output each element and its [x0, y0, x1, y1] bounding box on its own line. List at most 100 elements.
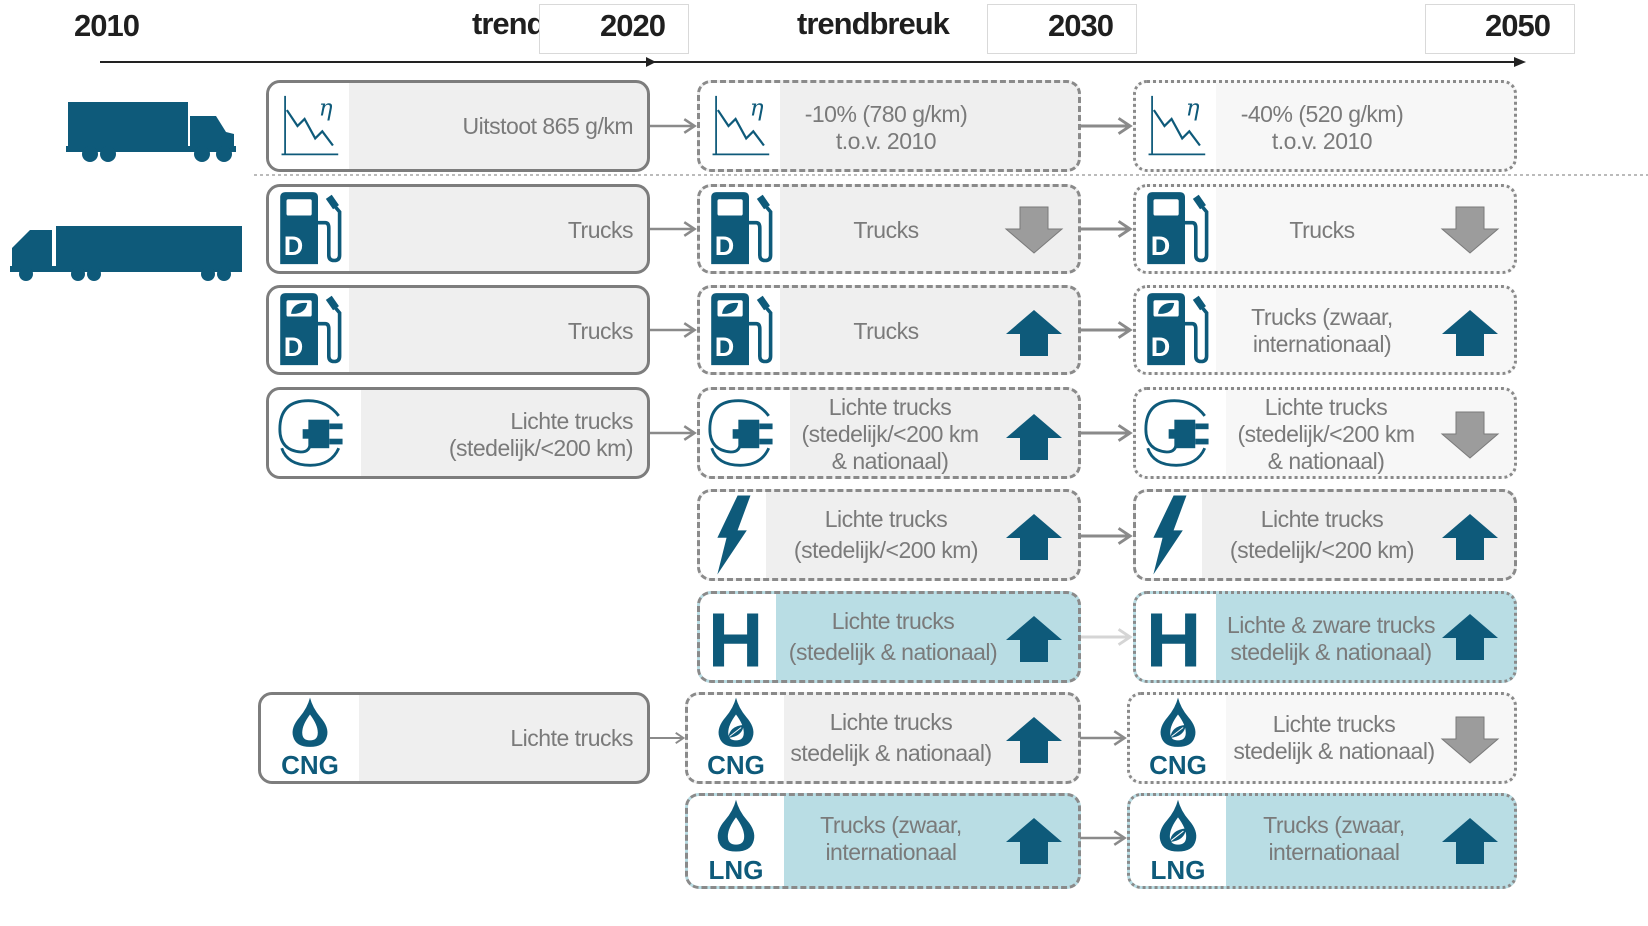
biodiesel-2010-text: Trucks [567, 318, 634, 344]
biodiesel-pump-icon [700, 288, 780, 372]
cng-2030-box: CNG Lichte trucks stedelijk & nationaal) [685, 692, 1081, 784]
trend-up-icon [1004, 715, 1064, 765]
semi-truck-icon [10, 226, 242, 281]
delivery-truck-icon [58, 98, 244, 164]
electric-2030-line-1: Lichte trucks [824, 506, 948, 532]
electric-2050-box: Lichte trucks (stedelijk/<200 km) [1133, 489, 1517, 581]
trend-up-icon [1004, 308, 1064, 358]
biodiesel-2030-text: Trucks [853, 318, 919, 344]
plugin-2010-line-1: Lichte trucks [510, 408, 633, 434]
trend-up-icon [1440, 816, 1500, 866]
hydrogen-2050-box: Lichte & zware trucks stedelijk & nation… [1133, 591, 1517, 683]
lng-bio-flame-icon: LNG [1130, 796, 1226, 886]
lightning-icon [700, 492, 766, 578]
plugin-2030-line-2: (stedelijk/<200 km [801, 421, 980, 447]
electric-2050-line-1: Lichte trucks [1260, 506, 1384, 532]
biodiesel-2030-box: Trucks [697, 285, 1081, 375]
biodiesel-pump-icon [269, 288, 349, 372]
efficiency-chart-icon [1136, 83, 1216, 169]
cng-2050-line-1: Lichte trucks [1272, 711, 1396, 737]
lng-flame-icon: LNG [688, 796, 784, 886]
hydrogen-2050-text: Lichte & zware trucks stedelijk & nation… [1216, 612, 1446, 666]
trend-label: trend [472, 6, 545, 41]
emission-2050-line-2: t.o.v. 2010 [1271, 128, 1373, 154]
lng-2030-box: LNG Trucks (zwaar, internationaal [685, 793, 1081, 889]
trend-up-icon [1004, 412, 1064, 462]
plugin-2050-line-1: Lichte trucks [1264, 394, 1388, 420]
connector-arrow [650, 116, 698, 136]
emission-2010-box: Uitstoot 865 g/km [266, 80, 650, 172]
emission-2030-text: -10% (780 g/km) t.o.v. 2010 [786, 101, 986, 155]
electric-plug-icon [269, 390, 361, 476]
lightning-icon [1136, 492, 1202, 578]
trend-down-icon [1440, 410, 1500, 460]
connector-arrow [1080, 116, 1134, 136]
plugin-2010-text: Lichte trucks (stedelijk/<200 km) [449, 408, 634, 462]
timeline-axis [100, 57, 1526, 67]
cng-label: CNG [281, 750, 339, 780]
hydrogen-icon [700, 594, 776, 680]
electric-2050-text: Lichte trucks (stedelijk/<200 km) [1222, 506, 1422, 564]
lng-2030-line-1: Trucks (zwaar, [820, 812, 962, 838]
connector-arrow [1080, 320, 1134, 340]
year-2030-box [987, 4, 1137, 54]
plugin-2030-box: Lichte trucks (stedelijk/<200 km & natio… [697, 387, 1081, 479]
connector-arrow [1080, 526, 1134, 546]
emission-2050-line-1: -40% (520 g/km) [1240, 101, 1404, 127]
cng-flame-icon: CNG [261, 695, 359, 781]
cng-label: CNG [707, 750, 765, 780]
biodiesel-2050-box: Trucks (zwaar, internationaal) [1133, 285, 1517, 375]
lng-2050-line-1: Trucks (zwaar, [1263, 812, 1405, 838]
efficiency-chart-icon [700, 83, 780, 169]
diesel-2010-text: Trucks [567, 217, 634, 243]
year-2020: 2020 [600, 8, 666, 43]
year-2050: 2050 [1485, 8, 1551, 43]
cng-2030-line-1: Lichte trucks [829, 709, 953, 735]
plugin-2050-box: Lichte trucks (stedelijk/<200 km & natio… [1133, 387, 1517, 479]
plugin-2050-text: Lichte trucks (stedelijk/<200 km & natio… [1226, 394, 1426, 475]
trend-down-icon [1004, 205, 1064, 255]
hydrogen-icon [1136, 594, 1216, 680]
connector-arrow [1080, 728, 1128, 748]
biodiesel-2050-text: Trucks (zwaar, internationaal) [1222, 304, 1422, 358]
hydrogen-2050-line-1: Lichte & zware trucks [1226, 612, 1436, 638]
connector-arrow [1080, 828, 1128, 848]
cng-2050-box: CNG Lichte trucks stedelijk & nationaal) [1127, 692, 1517, 784]
cng-label: CNG [1149, 750, 1207, 780]
diesel-pump-icon [269, 187, 349, 271]
trend-down-icon [1440, 205, 1500, 255]
lng-2030-line-2: internationaal [825, 839, 957, 865]
row-separator [254, 174, 1648, 176]
lng-2030-text: Trucks (zwaar, internationaal [784, 812, 998, 866]
emission-2030-line-2: t.o.v. 2010 [835, 128, 937, 154]
biodiesel-2050-line-2: internationaal) [1252, 331, 1392, 357]
diesel-2050-box: Trucks [1133, 184, 1517, 274]
plugin-2050-line-2: (stedelijk/<200 km [1237, 421, 1416, 447]
lng-2050-box: LNG Trucks (zwaar, internationaal [1127, 793, 1517, 889]
diesel-pump-icon [1136, 187, 1216, 271]
year-2030: 2030 [1048, 8, 1114, 43]
emission-2030-line-1: -10% (780 g/km) [804, 101, 968, 127]
lng-label: LNG [1150, 854, 1206, 885]
emission-2030-box: -10% (780 g/km) t.o.v. 2010 [697, 80, 1081, 172]
connector-arrow [650, 423, 698, 443]
trend-up-icon [1004, 512, 1064, 562]
electric-2050-line-2: (stedelijk/<200 km) [1229, 537, 1415, 563]
lng-label: LNG [708, 854, 764, 885]
diesel-2050-text: Trucks [1289, 217, 1355, 243]
connector-arrow [1080, 219, 1134, 239]
hydrogen-2030-line-2: (stedelijk & nationaal) [788, 639, 998, 665]
plugin-2050-line-3: & nationaal) [1267, 448, 1385, 474]
trend-up-icon [1440, 512, 1500, 562]
hydrogen-2030-line-1: Lichte trucks [831, 608, 955, 634]
connector-arrow [1080, 423, 1134, 443]
electric-2030-line-2: (stedelijk/<200 km) [793, 537, 979, 563]
cng-2010-box: CNG Lichte trucks [258, 692, 650, 784]
electric-2030-box: Lichte trucks (stedelijk/<200 km) [697, 489, 1081, 581]
diesel-2030-text: Trucks [853, 217, 919, 243]
year-2020-box [539, 4, 689, 54]
biodiesel-pump-icon [1136, 288, 1216, 372]
hydrogen-2030-text: Lichte trucks (stedelijk & nationaal) [776, 608, 1010, 666]
trend-up-icon [1440, 308, 1500, 358]
year-2050-box [1425, 4, 1575, 54]
